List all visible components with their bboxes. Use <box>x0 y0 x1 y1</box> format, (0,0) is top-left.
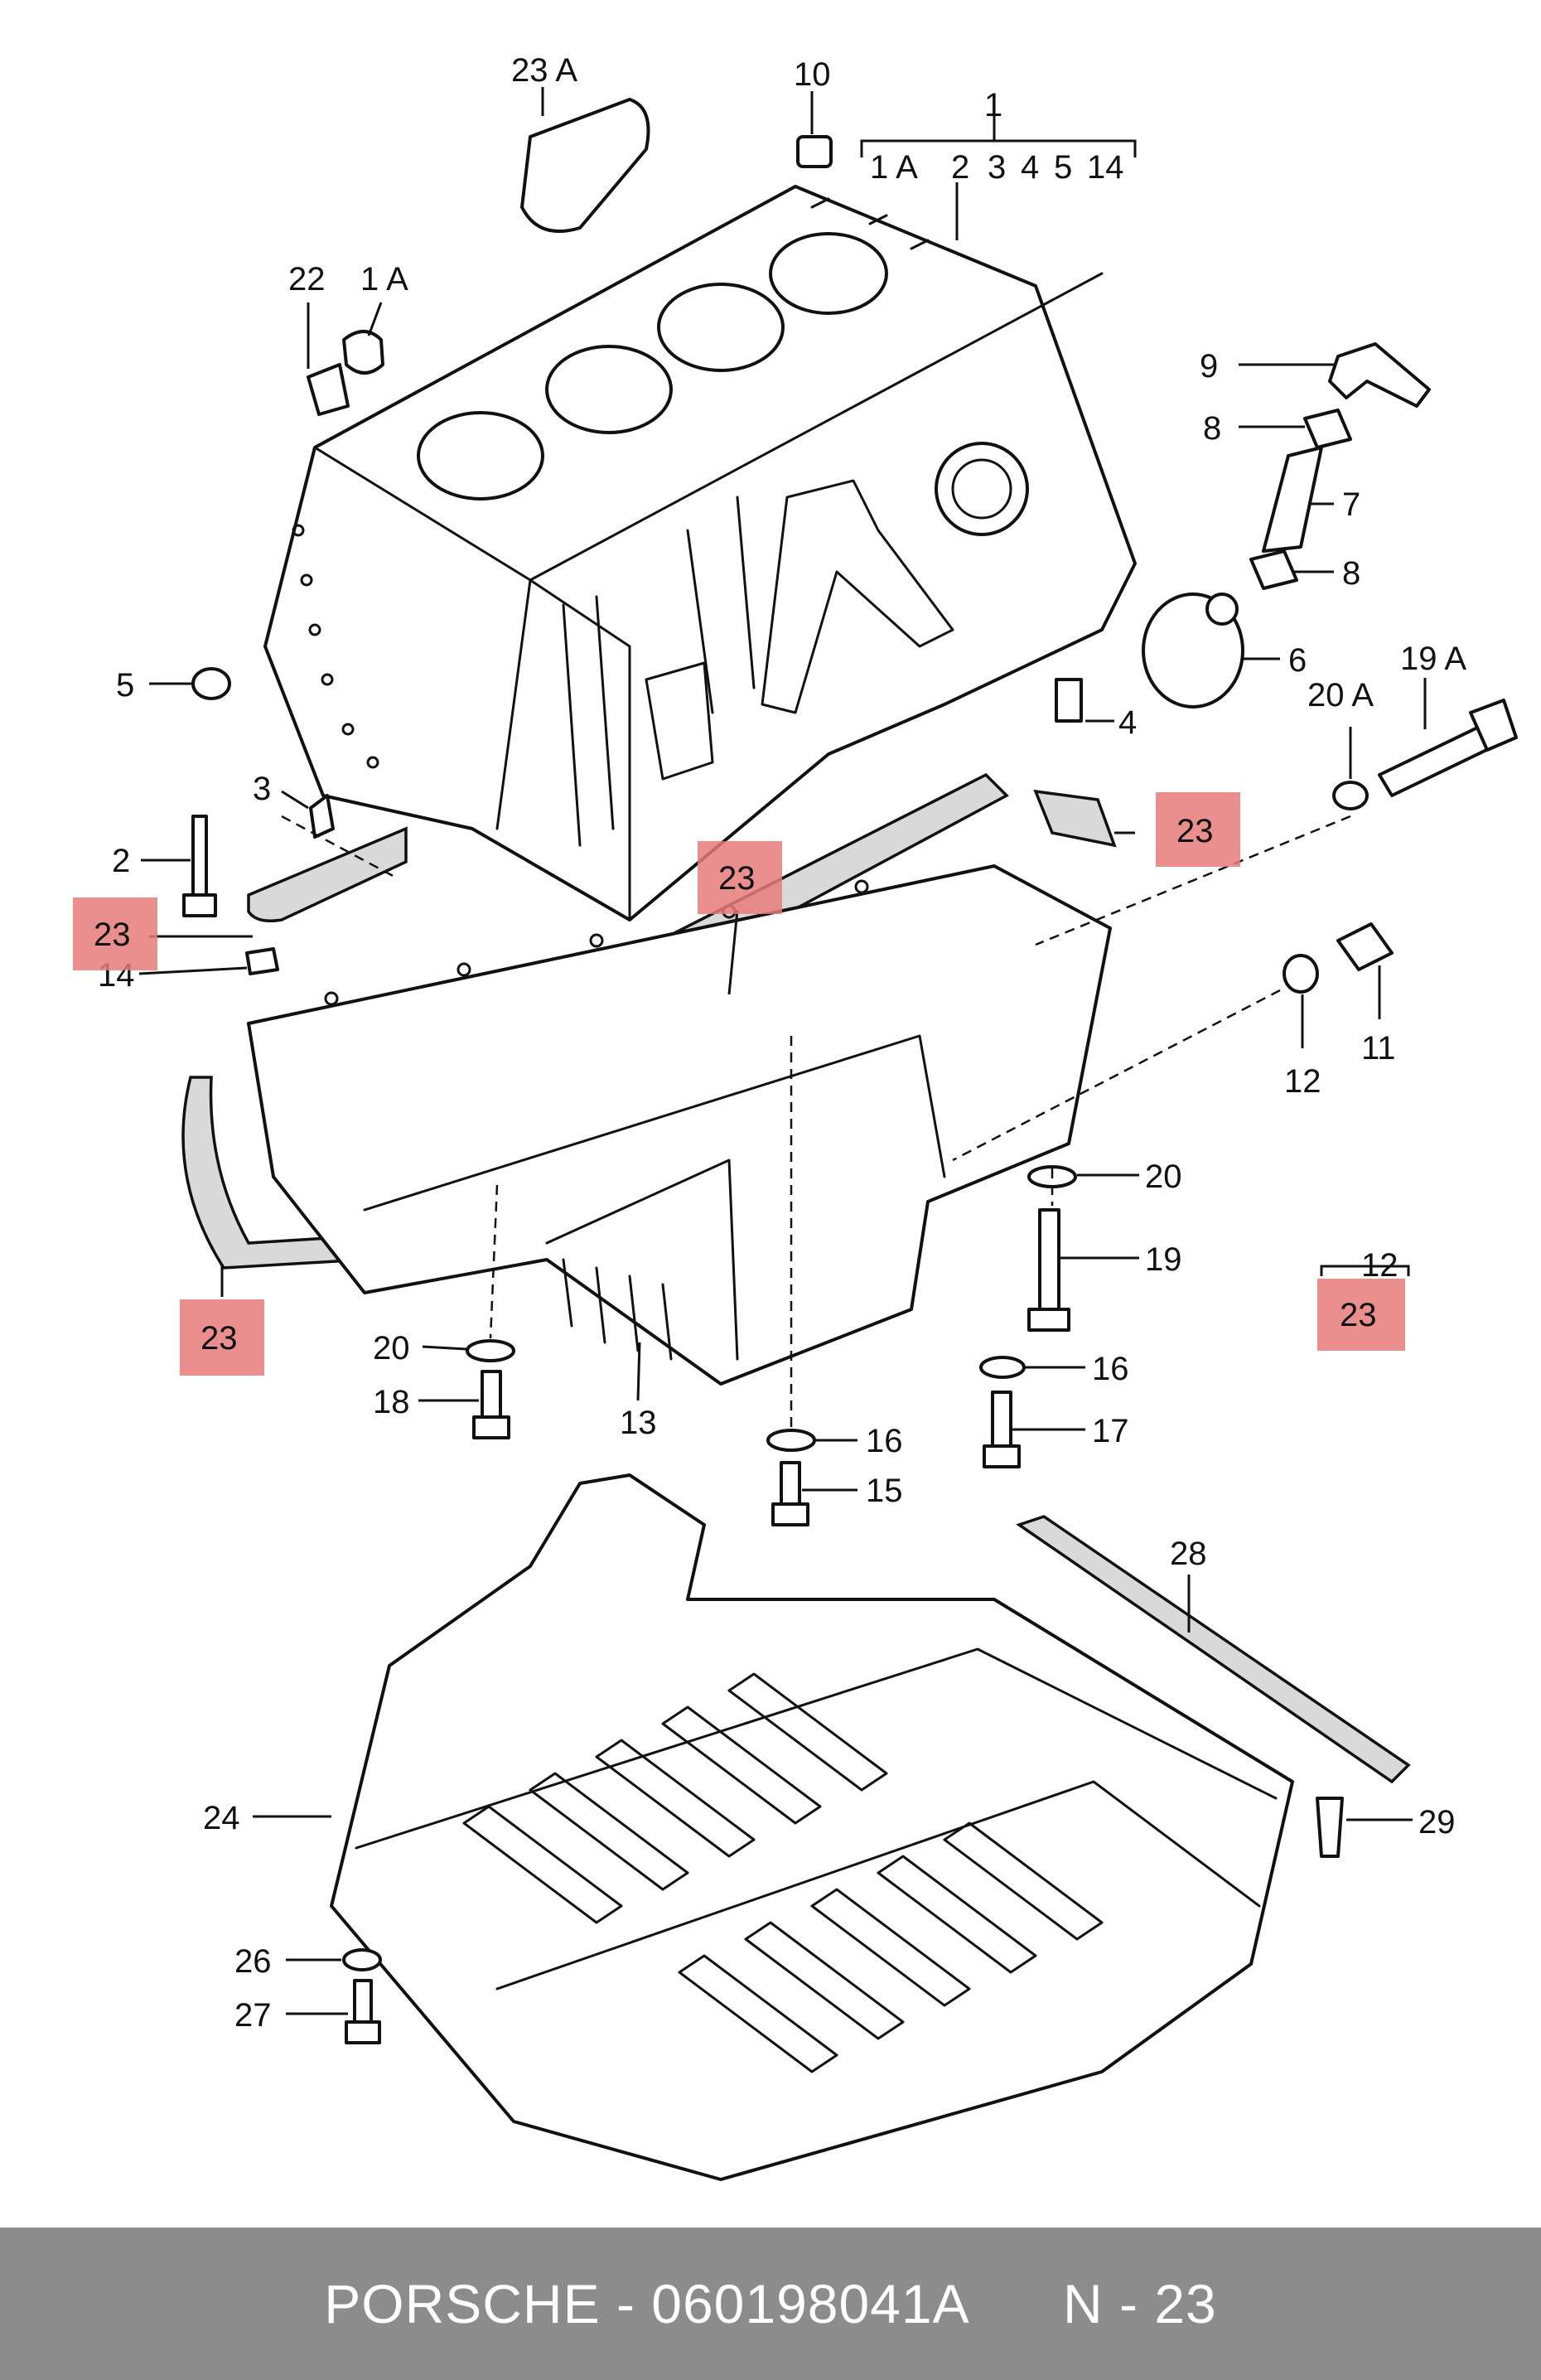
callout-8-lower: 8 <box>1342 555 1360 592</box>
callout-2: 2 <box>112 843 130 879</box>
bolt-18-head <box>472 1415 510 1439</box>
bolt-27 <box>353 1979 373 2024</box>
callout-1A-group: 1 A <box>870 149 918 186</box>
callout-22: 22 <box>288 261 326 298</box>
highlight-23-2-label: 23 <box>718 860 756 897</box>
highlight-23-1-label: 23 <box>1176 813 1214 849</box>
bolt-2-head <box>182 893 217 917</box>
dashed-alignment-lines <box>281 815 1351 1429</box>
callout-1: 1 <box>984 87 1002 123</box>
washer-16-mid <box>766 1429 816 1452</box>
callout-16-mid: 16 <box>866 1423 903 1459</box>
bolt-19-head <box>1027 1308 1070 1332</box>
under-shield <box>330 1473 1294 2181</box>
stud-22 <box>307 363 350 416</box>
bolt-19A-head <box>1469 699 1518 752</box>
callout-3-group: 3 <box>988 149 1006 186</box>
callout-11: 11 <box>1361 1030 1396 1067</box>
highlight-23-3: 23 <box>73 897 157 970</box>
callout-5-group: 5 <box>1054 149 1072 186</box>
bolt-4 <box>1055 678 1083 723</box>
plug-1A <box>342 330 384 375</box>
washer-12 <box>1283 954 1319 994</box>
footer-spacer <box>967 2273 1063 2334</box>
callout-6: 6 <box>1288 642 1307 679</box>
callout-1A: 1 A <box>360 261 408 298</box>
callout-labels: 23 A 10 1 1 A 2 3 4 5 14 22 1 A 9 8 7 8 … <box>98 52 1466 2034</box>
callout-2-group: 2 <box>951 149 969 186</box>
callout-14-group: 14 <box>1087 149 1124 186</box>
bolt-15-head <box>771 1502 809 1526</box>
plug-10 <box>796 135 833 168</box>
callout-29: 29 <box>1418 1804 1456 1841</box>
gasket-front-left <box>247 826 408 922</box>
callout-19: 19 <box>1145 1241 1182 1278</box>
ring-5 <box>191 667 231 700</box>
callout-4-group: 4 <box>1021 149 1039 186</box>
engine-block <box>263 185 1137 922</box>
footer-bar: PORSCHE - 060198041A N - 23 <box>0 2228 1541 2380</box>
highlight-23-1: 23 <box>1156 792 1240 867</box>
exploded-parts-diagram: 23 A 10 1 1 A 2 3 4 5 14 22 1 A 9 8 7 8 … <box>73 52 1518 2181</box>
dowel-14 <box>245 947 279 975</box>
callout-7: 7 <box>1342 486 1360 523</box>
highlight-23-4-label: 23 <box>200 1320 238 1357</box>
callout-10: 10 <box>794 56 831 93</box>
footer-separator: - <box>600 2273 652 2334</box>
callout-15: 15 <box>866 1473 903 1509</box>
callout-12-note: 12 <box>1361 1247 1398 1284</box>
callout-13: 13 <box>620 1405 657 1441</box>
bolt-18 <box>481 1370 502 1419</box>
callout-3: 3 <box>253 771 271 807</box>
callout-17: 17 <box>1092 1413 1129 1449</box>
callout-8-upper: 8 <box>1203 410 1221 447</box>
clip-29 <box>1316 1797 1344 1858</box>
highlight-23-2: 23 <box>698 841 782 914</box>
callout-27: 27 <box>234 1997 272 2034</box>
callout-20-right: 20 <box>1145 1159 1182 1195</box>
gasket-end-pad <box>1033 789 1117 848</box>
block-bolt-holes <box>292 524 379 769</box>
callout-12: 12 <box>1284 1063 1321 1100</box>
bolt-27-head <box>345 2020 381 2044</box>
callout-20-left: 20 <box>373 1330 410 1367</box>
cover-plate <box>520 98 650 234</box>
under-shield-slots <box>462 1672 1104 2073</box>
callout-20A: 20 A <box>1307 677 1374 714</box>
washer-20-left <box>466 1339 515 1362</box>
dowel-3 <box>309 794 335 839</box>
bolt-17 <box>991 1391 1012 1448</box>
callout-24: 24 <box>203 1800 240 1836</box>
breather-assembly <box>1142 342 1431 709</box>
drain-plug-11 <box>1336 922 1394 971</box>
highlight-23-5: 23 <box>1317 1279 1405 1351</box>
callout-23A: 23 A <box>511 52 577 89</box>
washer-16-right <box>979 1356 1026 1379</box>
bolt-17-head <box>983 1444 1021 1468</box>
highlight-23-5-label: 23 <box>1340 1297 1377 1333</box>
bolt-15 <box>780 1461 801 1506</box>
callout-19A: 19 A <box>1400 641 1466 677</box>
callout-5: 5 <box>116 667 134 704</box>
oil-pan <box>247 864 1112 1386</box>
leader-lines <box>138 87 1427 2015</box>
bolt-19 <box>1038 1208 1060 1311</box>
washer-20A <box>1332 781 1369 810</box>
callout-9: 9 <box>1200 348 1218 385</box>
callout-4: 4 <box>1118 704 1137 741</box>
highlight-23-4: 23 <box>180 1299 264 1376</box>
footer-text: PORSCHE - 060198041A N - 23 <box>324 2272 1217 2335</box>
footer-part-number: 060198041A <box>651 2273 967 2334</box>
callout-28: 28 <box>1170 1536 1207 1572</box>
bolt-2 <box>191 815 208 897</box>
footer-note: N - 23 <box>1063 2273 1217 2334</box>
footer-brand: PORSCHE <box>324 2273 601 2334</box>
highlight-23-3-label: 23 <box>94 917 131 953</box>
seal-strip-28 <box>1016 1515 1411 1784</box>
callout-18: 18 <box>373 1384 410 1420</box>
callout-16-right: 16 <box>1092 1351 1129 1387</box>
callout-26: 26 <box>234 1943 272 1980</box>
washer-26 <box>342 1948 382 1971</box>
